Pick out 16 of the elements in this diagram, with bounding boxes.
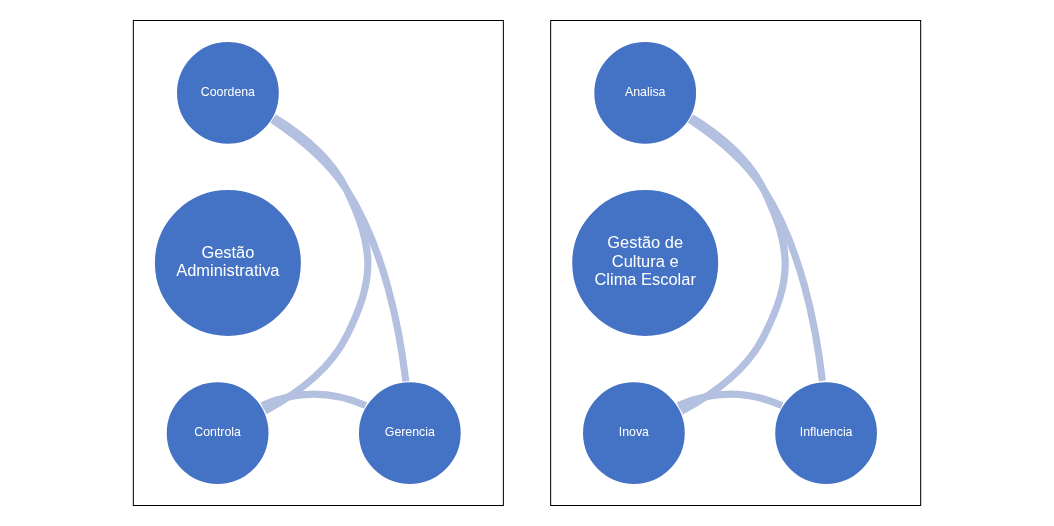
node-circle: Inova	[580, 380, 687, 487]
connector	[263, 114, 372, 415]
cluster	[550, 19, 922, 507]
node-circle: Gerencia	[356, 380, 463, 487]
connector	[676, 390, 784, 409]
connector	[679, 114, 789, 415]
node-circle: Controla	[164, 380, 271, 487]
connector	[270, 116, 410, 382]
node-circle: Analisa	[592, 39, 699, 146]
connector	[687, 116, 826, 382]
node-circle: Gestão Administrativa	[152, 187, 303, 339]
connector	[260, 390, 367, 409]
node-circle: Influencia	[773, 380, 880, 487]
node-circle: Coordena	[174, 39, 281, 146]
node-circle: Gestão de Cultura e Clima Escolar	[570, 187, 721, 339]
cluster	[132, 19, 504, 507]
